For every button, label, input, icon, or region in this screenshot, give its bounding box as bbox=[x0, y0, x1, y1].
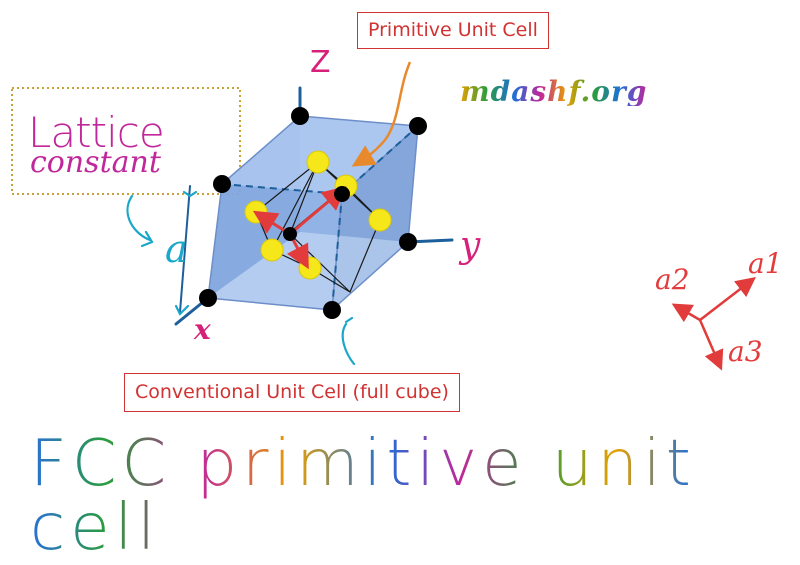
fcc-diagram bbox=[11, 61, 780, 512]
axis-z-label: Z bbox=[310, 45, 331, 80]
primitive-unit-cell-label: Primitive Unit Cell bbox=[357, 12, 549, 49]
origin-atom bbox=[283, 227, 297, 241]
lattice-constant-frame bbox=[11, 87, 241, 195]
cyan-annotations bbox=[126, 190, 356, 366]
lattice-parameter-label: a bbox=[165, 227, 188, 271]
vector-a3-label: a3 bbox=[728, 335, 763, 368]
vector-a2-label: a2 bbox=[655, 263, 690, 296]
axis-x-label: x bbox=[194, 313, 211, 346]
vector-a2-arrow bbox=[671, 303, 701, 323]
site-watermark: mdashf.org bbox=[460, 75, 648, 108]
conventional-unit-cell-label: Conventional Unit Cell (full cube) bbox=[124, 373, 460, 412]
diagram-title: FCC primitive unit cell bbox=[30, 432, 800, 560]
lattice-word: Lattice bbox=[28, 108, 165, 157]
corner-atoms bbox=[199, 107, 427, 319]
primitive-pointer-arrow bbox=[351, 61, 412, 167]
vector-a3-arrow bbox=[698, 319, 724, 371]
vector-a1-arrow bbox=[699, 276, 756, 321]
constant-word: constant bbox=[30, 145, 161, 180]
primitive-vectors-legend bbox=[671, 276, 756, 371]
axis-y-label: y bbox=[460, 225, 481, 266]
vector-a1-label: a1 bbox=[748, 247, 783, 280]
lattice-parameter-axis bbox=[179, 185, 191, 313]
